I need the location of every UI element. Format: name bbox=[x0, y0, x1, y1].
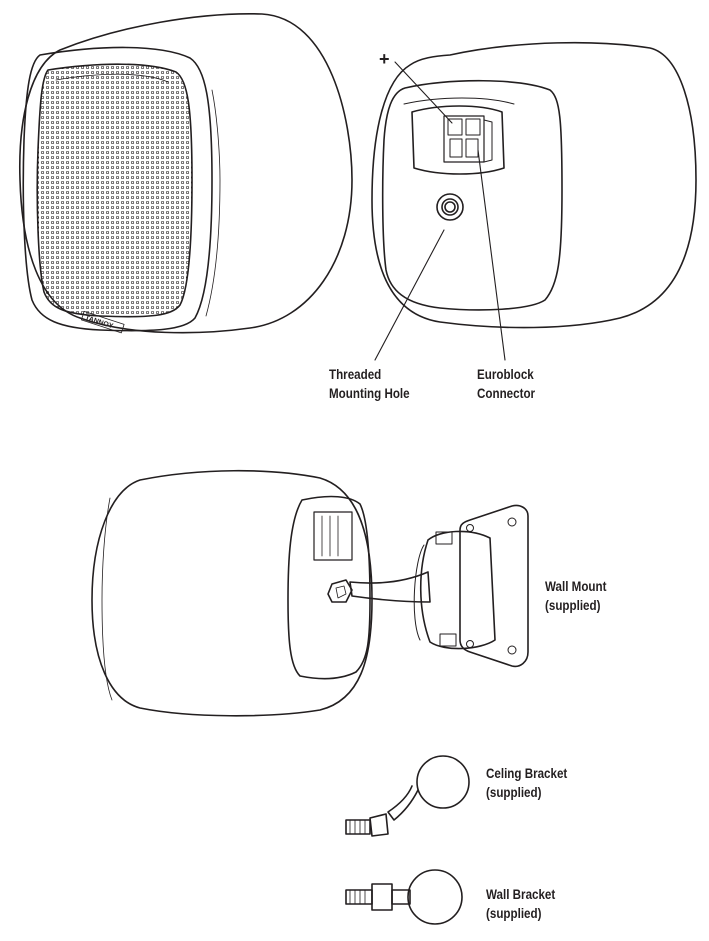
ceiling-bracket-drawing bbox=[345, 755, 470, 837]
wall-mount-label: Wall Mount (supplied) bbox=[545, 577, 606, 615]
threaded-hole-leader-line bbox=[374, 229, 445, 361]
wall-mount-connector bbox=[313, 511, 353, 561]
threaded-hole-label-line-1: Threaded bbox=[329, 367, 382, 382]
euroblock-label-line-2: Connector bbox=[477, 386, 536, 401]
wall-mount-label-line-2: (supplied) bbox=[545, 598, 601, 613]
wall-mount-label-line-1: Wall Mount bbox=[545, 579, 607, 594]
wall-mount-bracket bbox=[327, 504, 529, 668]
threaded-hole-label-line-2: Mounting Hole bbox=[329, 386, 410, 401]
speaker-with-wall-mount bbox=[91, 469, 529, 717]
euroblock-leader-line bbox=[477, 149, 506, 361]
wall-bracket-label-line-2: (supplied) bbox=[486, 906, 542, 921]
euroblock-connector-label: Euroblock Connector bbox=[477, 365, 535, 403]
ceiling-bracket-label-line-1: Celing Bracket bbox=[486, 766, 568, 781]
ceiling-bracket-label-line-2: (supplied) bbox=[486, 785, 542, 800]
plus-leader-line bbox=[394, 61, 453, 124]
threaded-mounting-hole-label: Threaded Mounting Hole bbox=[329, 365, 410, 403]
ceiling-bracket-label: Celing Bracket (supplied) bbox=[486, 764, 567, 802]
euroblock-connector bbox=[403, 97, 515, 175]
threaded-mounting-hole bbox=[436, 193, 464, 221]
polarity-plus-symbol: + bbox=[379, 49, 390, 69]
speaker-rear-view bbox=[371, 41, 697, 361]
wall-bracket-label-line-1: Wall Bracket bbox=[486, 887, 556, 902]
wall-bracket-label: Wall Bracket (supplied) bbox=[486, 885, 555, 923]
wall-bracket-drawing bbox=[345, 869, 463, 925]
speaker-front-view: TANNOY bbox=[18, 13, 353, 334]
euroblock-label-line-1: Euroblock bbox=[477, 367, 534, 382]
